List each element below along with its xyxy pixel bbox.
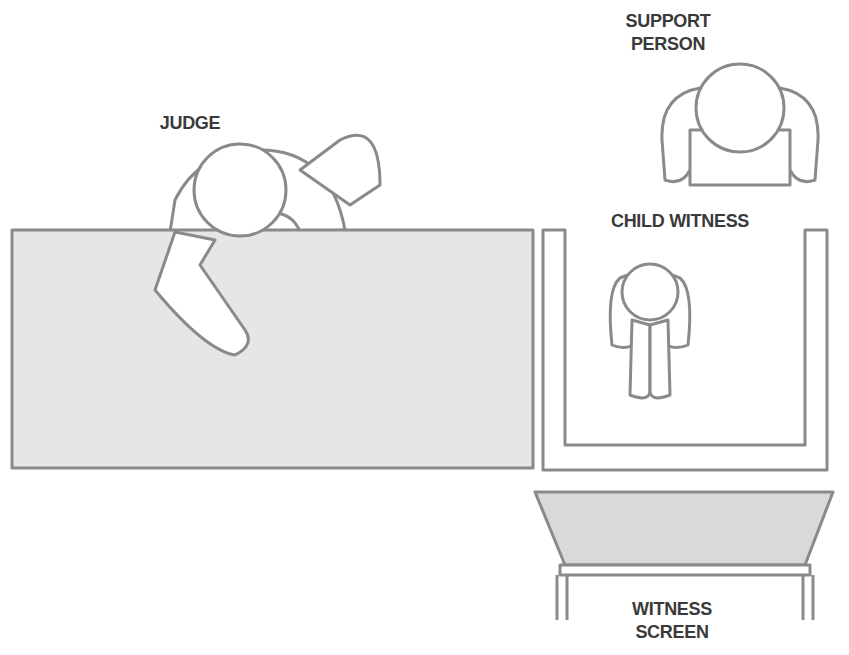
child-figure xyxy=(610,264,690,398)
judge-bench xyxy=(12,230,533,468)
figure-label: JUDGE xyxy=(160,112,221,135)
support-person-figure xyxy=(662,64,818,185)
figure-label: WITNESS SCREEN xyxy=(612,598,732,643)
judge-figure xyxy=(155,144,286,355)
figure-label: CHILD WITNESS xyxy=(611,210,749,233)
figure-label: SUPPORT PERSON xyxy=(613,10,723,55)
witness-box xyxy=(543,230,827,470)
